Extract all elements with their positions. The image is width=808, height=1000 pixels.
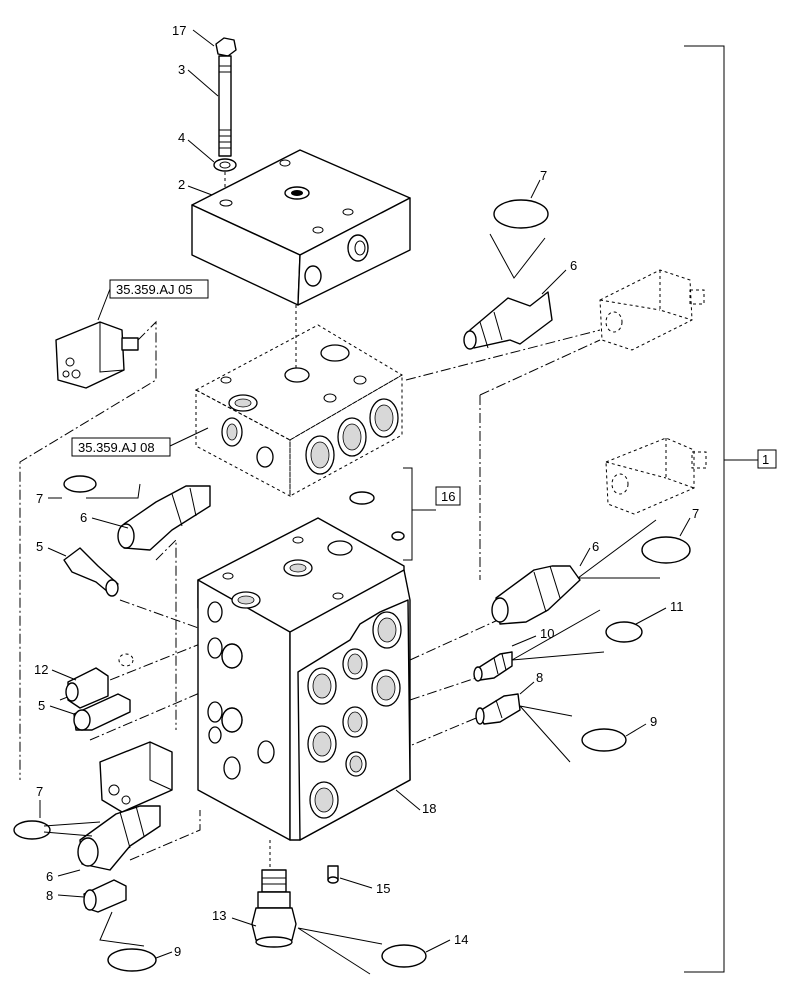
- o-ring-7-upper[interactable]: [493, 199, 549, 229]
- main-valve-body[interactable]: [197, 517, 411, 841]
- intermediate-section-dashed[interactable]: [194, 324, 403, 497]
- callout-6-left: 6: [80, 510, 87, 525]
- callout-6-right: 6: [592, 539, 599, 554]
- cartridge-6-right[interactable]: [491, 565, 581, 625]
- ref-aj08-label: 35.359.AJ 08: [78, 440, 155, 455]
- callout-6-lower: 6: [46, 869, 53, 884]
- callout-10: 10: [540, 626, 554, 641]
- callout-5-upper: 5: [36, 539, 43, 554]
- solenoid-upper-left[interactable]: [55, 321, 139, 389]
- cartridge-6-lower[interactable]: [77, 805, 161, 871]
- solenoid-upper-right[interactable]: [599, 269, 705, 351]
- callout-6-upper: 6: [570, 258, 577, 273]
- callout-11: 11: [670, 599, 684, 614]
- callout-16: 16: [441, 489, 455, 504]
- valve-8-right[interactable]: [475, 693, 521, 725]
- o-ring-16-small[interactable]: [391, 531, 405, 541]
- callout-4: 4: [178, 130, 185, 145]
- ref-box-aj08[interactable]: [71, 437, 171, 457]
- o-ring-14[interactable]: [381, 944, 427, 968]
- callout-box-1[interactable]: [757, 449, 777, 469]
- plug-15[interactable]: [327, 865, 339, 884]
- o-ring-16-large[interactable]: [349, 491, 375, 505]
- valve-8-lower[interactable]: [83, 879, 127, 913]
- cartridge-6-left[interactable]: [117, 485, 211, 551]
- plug-12[interactable]: [65, 667, 109, 709]
- callout-9-lower: 9: [174, 944, 181, 959]
- ref-aj05-label: 35.359.AJ 05: [116, 282, 193, 297]
- o-ring-7-right[interactable]: [641, 536, 691, 564]
- callout-7-upper: 7: [540, 168, 547, 183]
- o-ring-11[interactable]: [605, 621, 643, 643]
- callout-2: 2: [178, 177, 185, 192]
- assembly-bracket: [684, 45, 725, 973]
- o-ring-9-lower[interactable]: [107, 948, 157, 972]
- callout-7-lower: 7: [36, 784, 43, 799]
- valve-5-lower[interactable]: [73, 693, 131, 731]
- callout-3: 3: [178, 62, 185, 77]
- bolt-stack[interactable]: [213, 37, 237, 198]
- callout-box-16[interactable]: [435, 486, 461, 506]
- callout-18: 18: [422, 801, 436, 816]
- callout-15: 15: [376, 881, 390, 896]
- callout-1: 1: [762, 452, 769, 467]
- callout-5-lower: 5: [38, 698, 45, 713]
- callout-17: 17: [172, 23, 186, 38]
- o-ring-7-lower[interactable]: [13, 820, 51, 840]
- callout-12: 12: [34, 662, 48, 677]
- callout-7-right: 7: [692, 506, 699, 521]
- cartridge-6-upper[interactable]: [463, 291, 553, 350]
- callout-8-right: 8: [536, 670, 543, 685]
- callout-8-lower: 8: [46, 888, 53, 903]
- o-ring-9-right[interactable]: [581, 728, 627, 752]
- callout-7-left: 7: [36, 491, 43, 506]
- callout-13: 13: [212, 908, 226, 923]
- callout-9-right: 9: [650, 714, 657, 729]
- solenoid-middle-right[interactable]: [605, 437, 707, 515]
- callout-14: 14: [454, 932, 468, 947]
- cartridge-13[interactable]: [251, 869, 297, 948]
- o-ring-7-left[interactable]: [63, 475, 97, 493]
- valve-10[interactable]: [473, 651, 513, 682]
- solenoid-lower-left[interactable]: [99, 741, 173, 813]
- top-cover-block[interactable]: [191, 149, 411, 306]
- valve-5-upper[interactable]: [63, 547, 119, 597]
